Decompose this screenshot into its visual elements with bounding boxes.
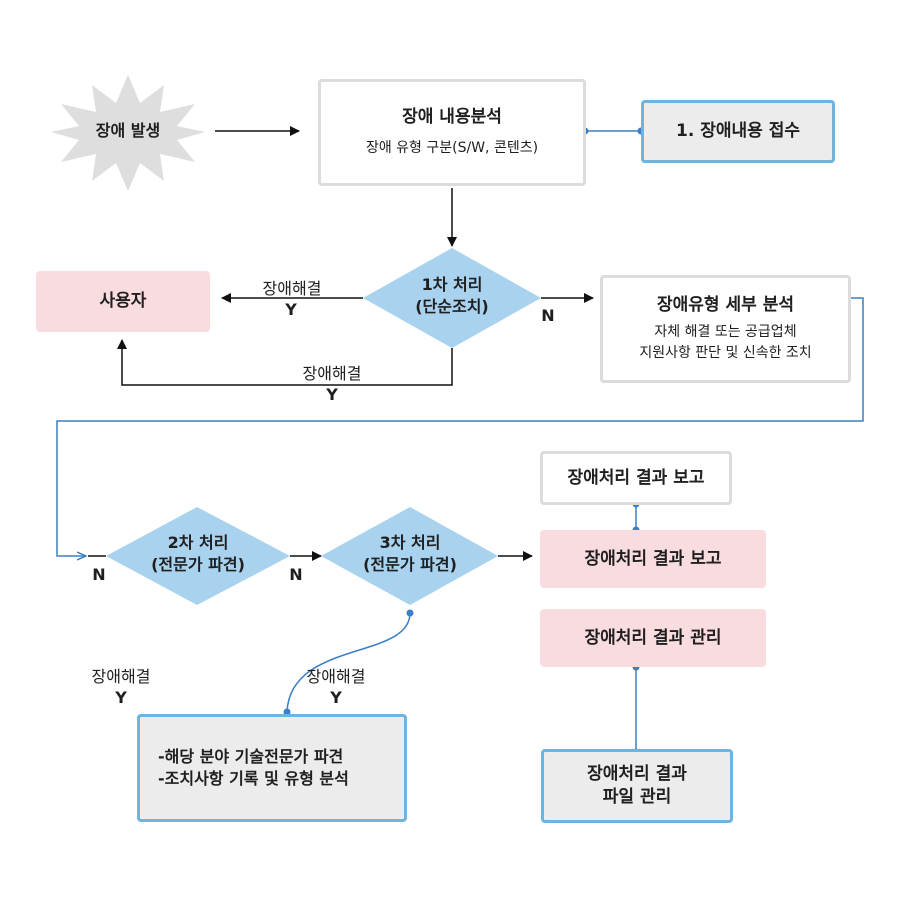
step2-label: 2차 처리 (전문가 파견) — [118, 532, 278, 575]
detail-line2: 지원사항 판단 및 신속한 조치 — [639, 345, 812, 362]
step1-line1: 1차 처리 — [421, 275, 483, 294]
step3-line2: (전문가 파견) — [363, 554, 457, 574]
manage-box: 장애처리 결과 관리 — [540, 609, 766, 667]
edge-label-n-1: N — [541, 306, 555, 325]
connector-dot — [283, 708, 291, 716]
edge-label-n-2: N — [92, 565, 106, 584]
detail-box: 장애유형 세부 분석 자체 해결 또는 공급업체 지원사항 판단 및 신속한 조… — [600, 275, 851, 383]
step1-diamond — [363, 248, 541, 348]
step2-line2: (전문가 파견) — [151, 554, 245, 574]
receipt-label: 1. 장애내용 접수 — [676, 121, 800, 142]
report-top-box: 장애처리 결과 보고 — [540, 451, 732, 505]
file-line1: 장애처리 결과 — [587, 764, 687, 785]
detail-line1: 자체 해결 또는 공급업체 — [654, 324, 797, 341]
step2-diamond — [106, 507, 290, 605]
analysis-subtitle: 장애 유형 구분(S/W, 콘텐츠) — [365, 140, 539, 157]
edge-label-y-1: Y — [285, 300, 297, 319]
expert-line2: -조치사항 기록 및 유형 분석 — [158, 769, 349, 788]
report-main-box: 장애처리 결과 보고 — [540, 530, 766, 588]
step3-label: 3차 처리 (전문가 파견) — [330, 532, 490, 575]
edge-label-resolved-4: 장애해결 — [306, 667, 366, 686]
file-box: 장애처리 결과 파일 관리 — [541, 749, 733, 823]
edge-label-resolved-2: 장애해결 — [302, 364, 362, 383]
step1-line2: (단순조치) — [415, 296, 489, 316]
start-star-shape — [51, 75, 205, 191]
connector-detail-to-step2 — [56, 297, 864, 556]
step1-label: 1차 처리 (단순조치) — [378, 274, 526, 317]
connector-step3-to-expert — [286, 612, 411, 713]
user-box: 사용자 — [36, 271, 210, 332]
start-label: 장애 발생 — [95, 121, 161, 140]
expert-line1: -해당 분야 기술전문가 파견 — [158, 747, 344, 767]
file-line2: 파일 관리 — [602, 787, 672, 807]
detail-title: 장애유형 세부 분석 — [657, 294, 794, 315]
report-main-label: 장애처리 결과 보고 — [584, 548, 722, 569]
expert-box: -해당 분야 기술전문가 파견 -조치사항 기록 및 유형 분석 — [137, 714, 407, 822]
edge-label-y-3: Y — [115, 688, 127, 707]
edge-label-resolved-3: 장애해결 — [91, 667, 151, 686]
receipt-box: 1. 장애내용 접수 — [641, 100, 835, 163]
step3-diamond — [321, 507, 498, 605]
edge-label-y-2: Y — [326, 385, 338, 404]
manage-label: 장애처리 결과 관리 — [584, 627, 722, 648]
step2-line1: 2차 처리 — [167, 533, 229, 552]
arrow-step1-loop-to-user — [117, 339, 453, 386]
edge-label-y-4: Y — [330, 688, 342, 707]
edge-label-n-3: N — [289, 565, 303, 584]
connector-dot — [406, 609, 414, 617]
edge-label-resolved-1: 장애해결 — [262, 279, 322, 298]
user-label: 사용자 — [99, 291, 147, 312]
step3-line1: 3차 처리 — [379, 533, 441, 552]
analysis-box: 장애 내용분석 장애 유형 구분(S/W, 콘텐츠) — [318, 79, 586, 186]
analysis-title: 장애 내용분석 — [402, 106, 502, 127]
report-top-label: 장애처리 결과 보고 — [567, 467, 705, 488]
